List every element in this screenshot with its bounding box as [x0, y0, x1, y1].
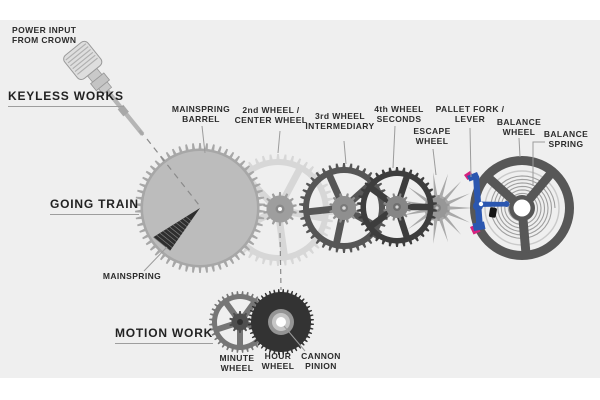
center-to-motionwork-dashed-line: [279, 232, 282, 291]
third-wheel-gear: [299, 163, 389, 253]
label-mainspring: MAINSPRING: [102, 271, 162, 281]
label-keyless-works: KEYLESS WORKS: [8, 89, 124, 107]
second-wheel-pinion: [263, 192, 297, 226]
fourth-wheel-gear: [357, 167, 437, 247]
leader-balance-spring: [532, 141, 545, 186]
hour-wheel-gear: [248, 289, 314, 355]
label-balance-spring: BALANCE SPRING: [543, 129, 589, 149]
leader-cannon-pinion: [283, 325, 306, 352]
label-balance-wheel: BALANCE WHEEL: [496, 117, 542, 137]
label-pallet-fork: PALLET FORK / LEVER: [435, 104, 505, 124]
label-second-wheel: 2nd WHEEL / CENTER WHEEL: [234, 105, 308, 125]
label-third-wheel: 3rd WHEEL INTERMEDIARY: [305, 111, 375, 131]
label-power-input: POWER INPUT FROM CROWN: [12, 25, 77, 45]
label-fourth-wheel: 4th WHEEL SECONDS: [374, 104, 424, 124]
label-minute-wheel: MINUTE WHEEL: [219, 353, 255, 373]
leader-balance-wheel: [518, 137, 521, 158]
label-cannon-pinion: CANNON PINION: [301, 351, 341, 371]
crown-and-stem-illustration: [63, 40, 145, 136]
leader-lines: [143, 125, 545, 352]
leader-mainspring-barrel: [201, 125, 206, 154]
leader-third-wheel: [343, 140, 347, 165]
label-hour-wheel: HOUR WHEEL: [261, 351, 295, 371]
leader-escape-wheel: [432, 148, 437, 176]
label-escape-wheel: ESCAPE WHEEL: [413, 126, 451, 146]
leader-mainspring: [143, 246, 168, 272]
label-going-train: GOING TRAIN: [50, 197, 139, 215]
pallet-fork-lever: [464, 171, 510, 235]
leader-pallet-fork: [469, 127, 472, 178]
crown-axis-dashed-line: [146, 138, 200, 206]
mainspring-wedge: [153, 208, 200, 251]
balance-wheel: [470, 156, 574, 260]
leader-fourth-wheel: [392, 125, 396, 169]
label-mainspring-barrel: MAINSPRING BARREL: [171, 104, 231, 124]
label-motion-work: MOTION WORK: [115, 326, 214, 344]
leader-second-wheel: [277, 130, 281, 154]
